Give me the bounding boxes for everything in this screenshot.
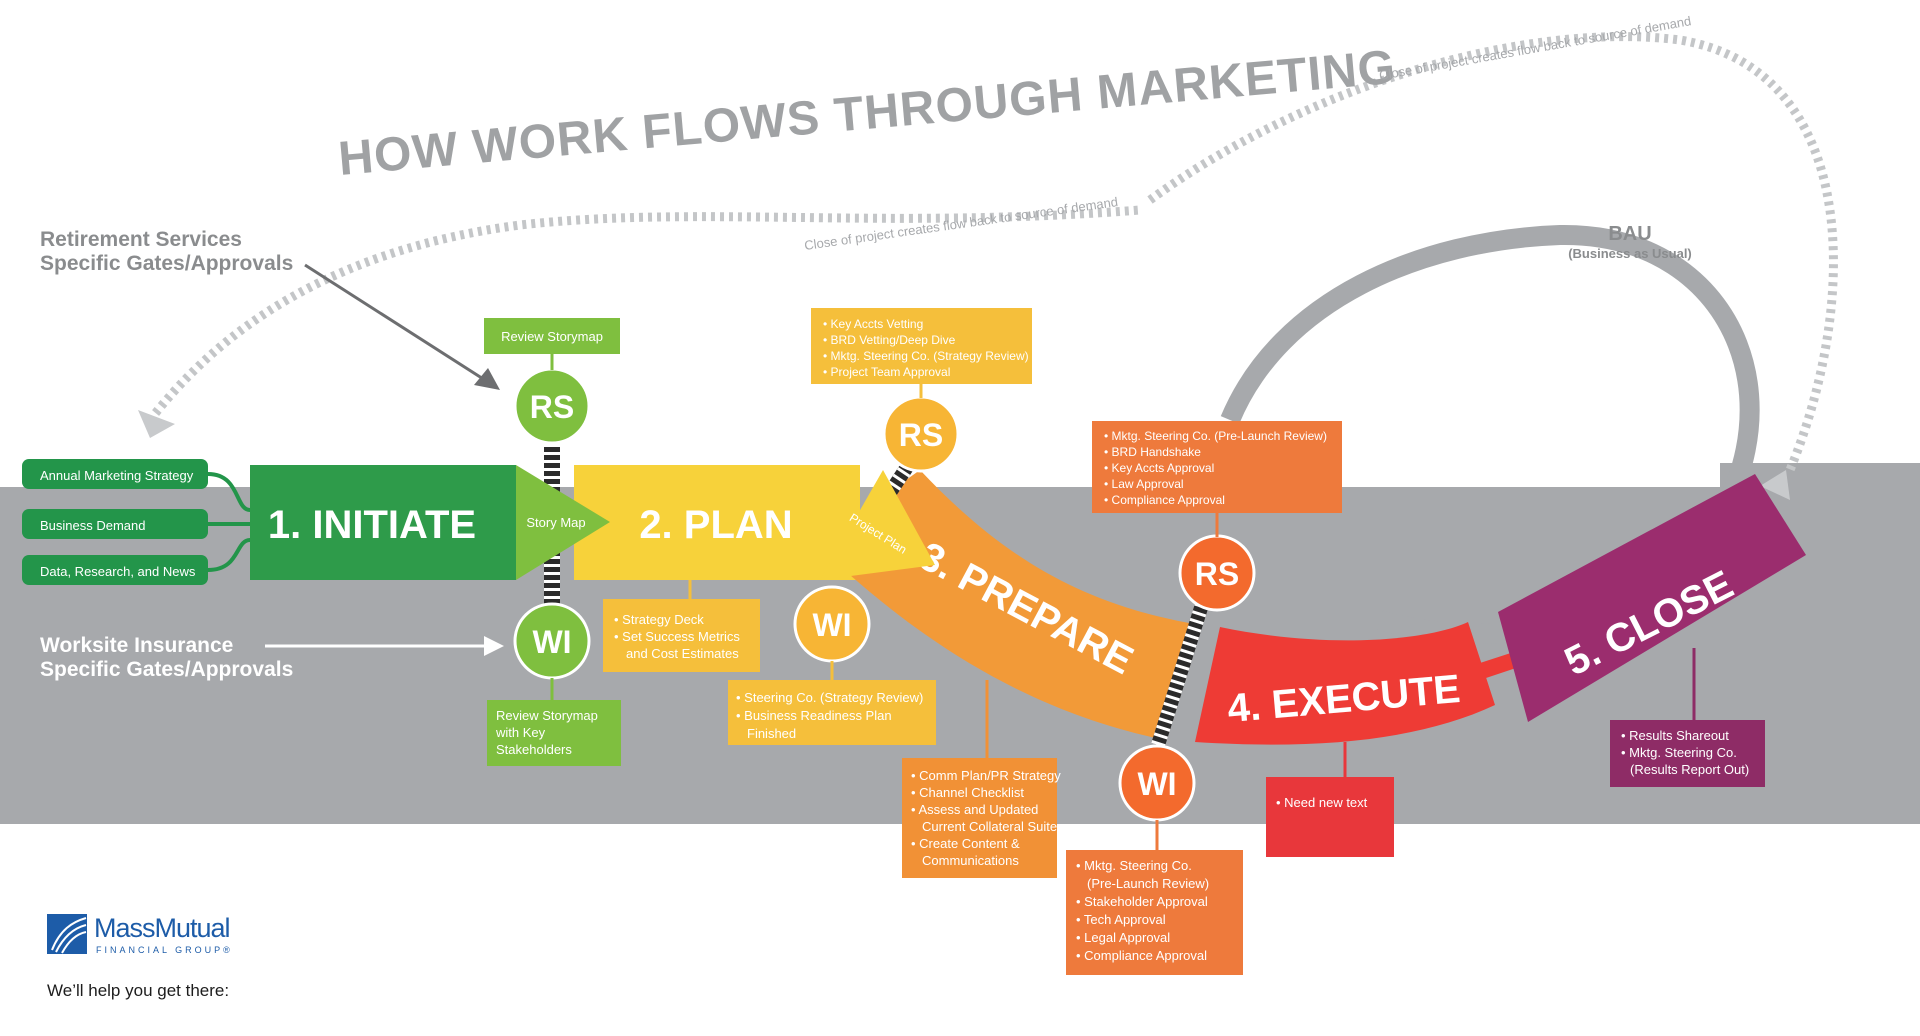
stage-initiate-label: 1. INITIATE xyxy=(268,503,476,547)
story-map-label: Story Map xyxy=(526,515,585,530)
box-wi3 xyxy=(1066,850,1243,975)
box-rs3-text-4: • Law Approval xyxy=(1104,477,1184,491)
input-box-business-demand xyxy=(22,509,208,539)
box-wi3-text-6: • Compliance Approval xyxy=(1076,948,1207,963)
massmutual-logo: MassMutual FINANCIAL GROUP® xyxy=(47,913,233,955)
box-prepare-text-6: Communications xyxy=(922,853,1019,868)
box-plan-text-2: • Set Success Metrics xyxy=(614,629,740,644)
box-rs3-text-3: • Key Accts Approval xyxy=(1104,461,1214,475)
input-label-annual-marketing-strategy: Annual Marketing Strategy xyxy=(40,468,194,483)
box-rs2-text-3: • Mktg. Steering Co. (Strategy Review) xyxy=(823,349,1029,363)
box-wi1-text-3: Stakeholders xyxy=(496,742,572,757)
box-wi1-text-2: with Key xyxy=(495,725,546,740)
box-execute-text: • Need new text xyxy=(1276,795,1368,810)
gate-rail-3-stripes xyxy=(1151,592,1212,748)
input-label-data-research-news: Data, Research, and News xyxy=(40,564,196,579)
box-plan-text-1: • Strategy Deck xyxy=(614,612,704,627)
box-rs2-text-1: • Key Accts Vetting xyxy=(823,317,923,331)
gate-rail-2-stripes xyxy=(839,451,921,564)
loop-note-upper: Close of project creates flow back to so… xyxy=(1378,13,1692,83)
stage-close xyxy=(1498,474,1806,722)
box-close-text-2: • Mktg. Steering Co. xyxy=(1621,745,1737,760)
stage-plan-label: 2. PLAN xyxy=(639,503,792,547)
box-plan-text-3: and Cost Estimates xyxy=(626,646,739,661)
gate-rs-initiate-label: RS xyxy=(530,389,574,425)
logo-sub: FINANCIAL GROUP® xyxy=(96,945,233,955)
box-wi2 xyxy=(728,680,936,745)
logo-name: MassMutual xyxy=(94,913,230,943)
gate-wi-plan-label: WI xyxy=(812,607,851,643)
box-rs2-text-4: • Project Team Approval xyxy=(823,365,950,379)
box-wi3-text-4: • Tech Approval xyxy=(1076,912,1166,927)
input-connector-3 xyxy=(207,538,251,572)
box-wi3-text-5: • Legal Approval xyxy=(1076,930,1170,945)
logo-mark-stripes xyxy=(51,917,87,954)
box-rs3-text-2: • BRD Handshake xyxy=(1104,445,1201,459)
box-rs3-text-5: • Compliance Approval xyxy=(1104,493,1225,507)
lane-arrow-wi-head xyxy=(484,636,504,656)
story-map-arrow xyxy=(516,465,610,580)
box-plan-deliverables xyxy=(603,599,760,672)
lane-label-rs-line2: Specific Gates/Approvals xyxy=(40,252,293,275)
gate-wi-prepare-label: WI xyxy=(1137,766,1176,802)
lane-arrow-rs xyxy=(304,263,489,384)
stage-execute xyxy=(1195,622,1495,745)
box-wi1 xyxy=(487,700,621,766)
box-prepare-text-5: • Create Content & xyxy=(911,836,1020,851)
box-wi3-text-1: • Mktg. Steering Co. xyxy=(1076,858,1192,873)
input-box-annual-marketing-strategy xyxy=(22,459,208,489)
input-label-business-demand: Business Demand xyxy=(40,518,146,533)
box-rs2 xyxy=(811,308,1032,384)
box-rs3-text-1: • Mktg. Steering Co. (Pre-Launch Review) xyxy=(1104,429,1327,443)
box-close-text-1: • Results Shareout xyxy=(1621,728,1729,743)
gate-rs-prepare-label: RS xyxy=(1195,556,1239,592)
logo-tagline: We’ll help you get there: xyxy=(47,981,229,1000)
box-prepare-text-3: • Assess and Updated xyxy=(911,802,1038,817)
box-rs3 xyxy=(1092,421,1342,513)
return-loop-small-arrowhead xyxy=(138,410,175,438)
project-plan-arrow xyxy=(820,470,935,580)
input-box-data-research-news xyxy=(22,555,208,585)
stage-prepare xyxy=(850,470,1200,740)
gate-rs-plan-label: RS xyxy=(899,417,943,453)
return-loop-large-arrowhead xyxy=(1760,470,1790,500)
lane-label-rs-line1: Retirement Services xyxy=(40,228,242,251)
box-wi2-text-3: Finished xyxy=(747,726,796,741)
gate-wi-initiate-label: WI xyxy=(532,624,571,660)
stage-initiate xyxy=(250,465,516,580)
page-title: HOW WORK FLOWS THROUGH MARKETING xyxy=(336,41,1398,186)
box-wi3-text-2: (Pre-Launch Review) xyxy=(1087,876,1209,891)
box-prepare-text-4: Current Collateral Suite xyxy=(922,819,1057,834)
box-rs1 xyxy=(484,318,620,354)
box-close-text-3: (Results Report Out) xyxy=(1630,762,1749,777)
box-wi2-text-2: • Business Readiness Plan xyxy=(736,708,892,723)
box-prepare-deliverables xyxy=(902,758,1057,878)
box-rs2-text-2: • BRD Vetting/Deep Dive xyxy=(823,333,956,347)
input-connector-1 xyxy=(207,472,251,512)
box-wi2-text-1: • Steering Co. (Strategy Review) xyxy=(736,690,923,705)
lane-arrow-rs-head xyxy=(474,368,500,390)
bau-title: BAU xyxy=(1608,223,1651,245)
lane-label-wi-line2: Specific Gates/Approvals xyxy=(40,658,293,681)
stage-plan xyxy=(574,465,860,580)
box-execute xyxy=(1266,777,1394,857)
loop-note-lower: Close of project creates flow back to so… xyxy=(803,194,1119,253)
box-prepare-text-2: • Channel Checklist xyxy=(911,785,1024,800)
box-close xyxy=(1610,720,1765,787)
bau-subtitle: (Business as Usual) xyxy=(1568,246,1692,261)
box-wi3-text-3: • Stakeholder Approval xyxy=(1076,894,1208,909)
box-rs1-text: Review Storymap xyxy=(501,329,603,344)
box-prepare-text-1: • Comm Plan/PR Strategy xyxy=(911,768,1061,783)
lane-label-wi-line1: Worksite Insurance xyxy=(40,634,233,657)
box-wi1-text-1: Review Storymap xyxy=(496,708,598,723)
